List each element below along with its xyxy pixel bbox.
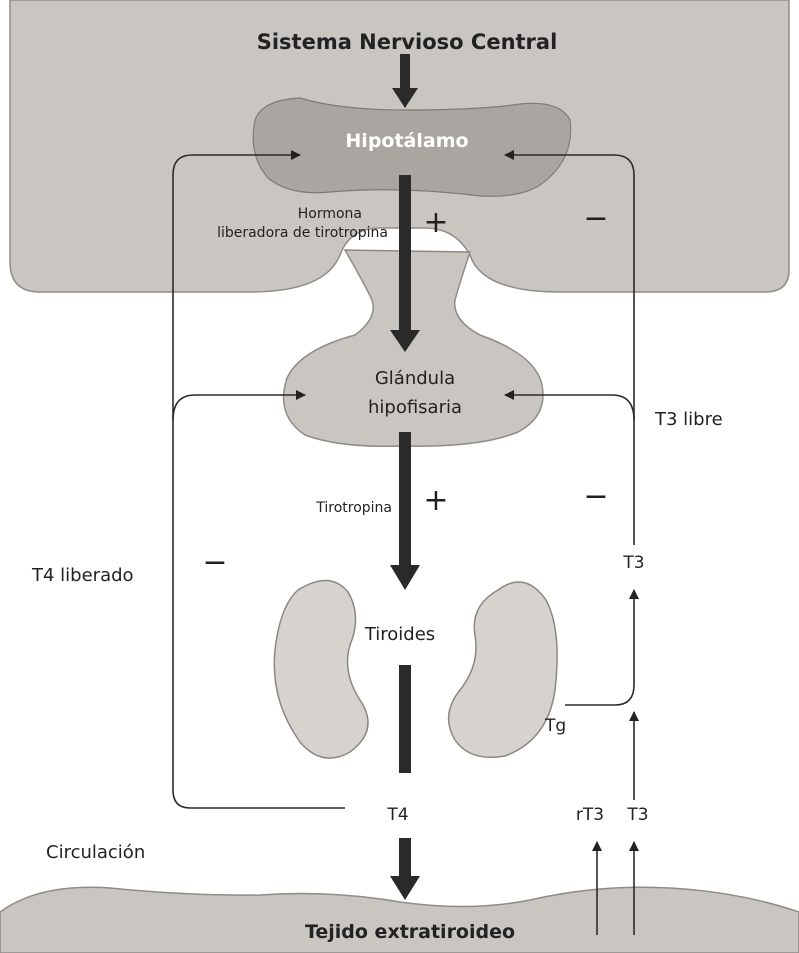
tg-label: Tg xyxy=(544,716,566,736)
circulation-label: Circulación xyxy=(46,842,145,863)
trh-label-line2: liberadora de tirotropina xyxy=(217,225,388,241)
thyroid-t4-bar xyxy=(399,665,411,773)
hypothalamus-label: Hipotálamo xyxy=(345,130,468,152)
upper-minus-sign: − xyxy=(583,201,608,236)
t3-free-label: T3 libre xyxy=(654,409,723,430)
left-minus-sign: − xyxy=(202,545,227,580)
tsh-arrow xyxy=(390,432,420,590)
rt3-label: rT3 xyxy=(576,805,604,825)
thyroid-right-lobe xyxy=(449,582,558,757)
t4-label: T4 xyxy=(386,805,408,825)
pituitary-label-line1: Glándula xyxy=(375,368,455,389)
thyroid-left-lobe xyxy=(274,580,368,758)
t3-upper-label: T3 xyxy=(622,553,644,573)
thyroid-label: Tiroides xyxy=(364,624,435,645)
tg-to-t3-line xyxy=(565,590,634,705)
extrathyroid-tissue-label: Tejido extratiroideo xyxy=(305,921,515,943)
pituitary-label-line2: hipofisaria xyxy=(368,397,462,418)
trh-plus-sign: + xyxy=(423,205,448,240)
cns-label: Sistema Nervioso Central xyxy=(257,30,558,54)
t3-lower-label: T3 xyxy=(626,805,648,825)
t4-released-label: T4 liberado xyxy=(31,565,134,586)
tsh-label: Tirotropina xyxy=(315,500,392,516)
t4-to-tissue-arrow xyxy=(390,838,420,900)
trh-label-line1: Hormona xyxy=(298,206,362,222)
tsh-plus-sign: + xyxy=(423,483,448,518)
middle-minus-sign: − xyxy=(583,479,608,514)
